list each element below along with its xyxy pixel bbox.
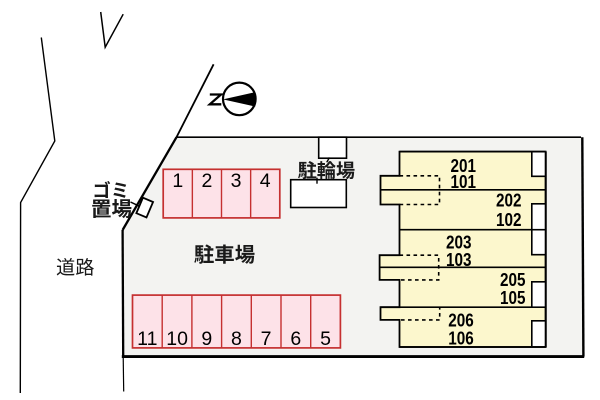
svg-text:205: 205 [500, 269, 526, 290]
svg-text:8: 8 [231, 328, 242, 350]
svg-text:206: 206 [448, 310, 474, 331]
svg-text:6: 6 [290, 328, 301, 350]
svg-text:1: 1 [172, 170, 183, 192]
svg-text:5: 5 [320, 328, 331, 350]
svg-text:7: 7 [261, 328, 272, 350]
svg-text:201: 201 [451, 155, 477, 176]
svg-text:102: 102 [496, 209, 522, 230]
svg-text:2: 2 [201, 170, 212, 192]
svg-text:3: 3 [231, 170, 242, 192]
svg-text:103: 103 [446, 249, 472, 270]
svg-text:101: 101 [451, 171, 477, 192]
svg-text:105: 105 [500, 287, 526, 308]
svg-text:4: 4 [260, 170, 271, 192]
svg-text:11: 11 [137, 328, 157, 350]
svg-text:9: 9 [201, 328, 212, 350]
svg-text:10: 10 [166, 328, 188, 350]
svg-text:202: 202 [496, 190, 522, 211]
svg-text:203: 203 [446, 232, 472, 253]
svg-text:106: 106 [448, 328, 474, 349]
